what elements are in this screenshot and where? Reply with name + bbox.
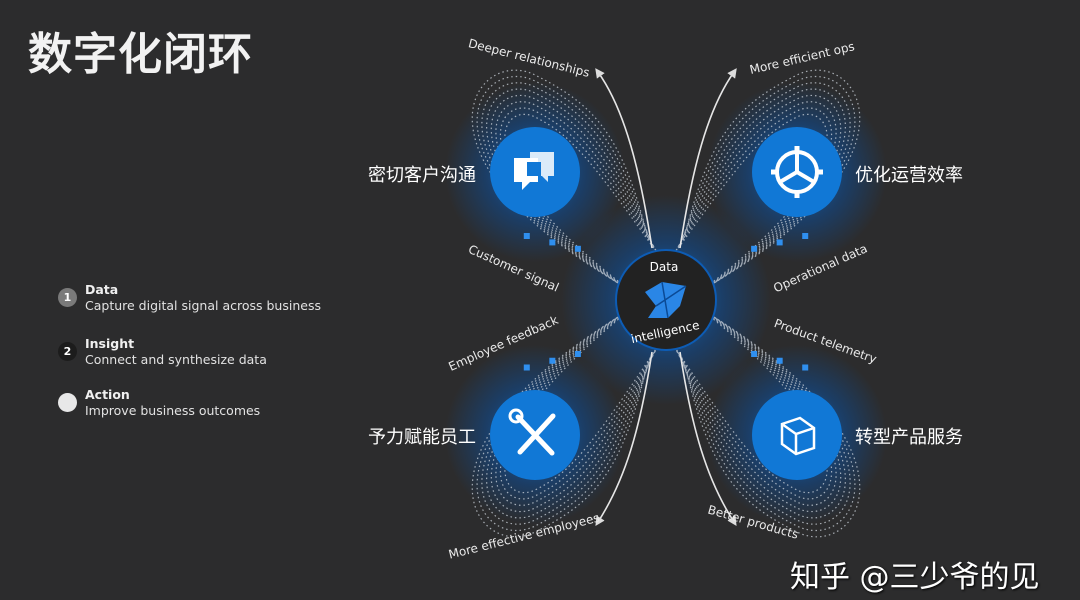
signal-dot [776,239,783,246]
signal-dot [802,233,809,239]
dotted-path [504,113,663,296]
node-employees [490,390,580,480]
signal-dot [549,239,556,246]
chat-bubbles-icon [514,152,554,190]
dotted-path [490,310,657,513]
signal-dot [523,364,530,371]
cube-icon [780,416,816,456]
legend-heading: Action [85,387,130,402]
legend-description: Capture digital signal across business [85,298,321,313]
signal-dot [574,351,581,357]
dotted-path [671,107,833,294]
dotted-path [669,113,828,296]
watermark: 知乎 @三少爷的见 [790,560,1040,595]
legend-description: Improve business outcomes [85,403,261,418]
outcome-arrows [595,68,737,527]
dotted-path [481,314,653,525]
step-number-3: 3 [58,393,77,412]
step-number-2: 2 [58,342,77,361]
outcome-efficient-ops: More efficient ops [748,39,856,77]
node-label-employees: 予力赋能员工 [368,427,476,448]
step-number-1: 1 [58,288,77,307]
data-intelligence-hub: Data intelligence [615,249,717,351]
dotted-path [673,101,837,292]
signal-dot [574,245,581,252]
center-label-top: Data [650,260,679,274]
dotted-path [499,107,661,294]
signal-dot [776,357,783,364]
node-products [752,390,842,480]
dotted-path [679,82,851,286]
data-intelligence-icon [645,281,687,319]
glows [445,82,887,525]
signal-dot [523,233,530,239]
outcome-deeper-relationships: Deeper relationships [467,36,591,80]
node-operations [752,127,842,217]
signal-dots [523,233,809,371]
signal-dot [549,357,556,364]
dotted-path [679,314,851,525]
signal-dot [751,351,758,357]
node-label-operations: 优化运营效率 [855,165,963,186]
signal-dot [751,245,758,252]
node-label-products: 转型产品服务 [855,427,963,448]
node-label-customer: 密切客户沟通 [368,165,476,186]
node-customer [490,127,580,217]
slide-title: 数字化闭环 [28,29,253,80]
dotted-path [481,82,653,286]
legend-heading: Data [85,282,119,297]
dotted-path [675,310,842,513]
gear-icon [771,146,823,198]
legend-description: Connect and synthesize data [85,352,267,367]
tools-icon [508,408,556,456]
dotted-path [495,101,659,292]
legend-heading: Insight [85,336,135,351]
signal-dot [802,364,809,371]
